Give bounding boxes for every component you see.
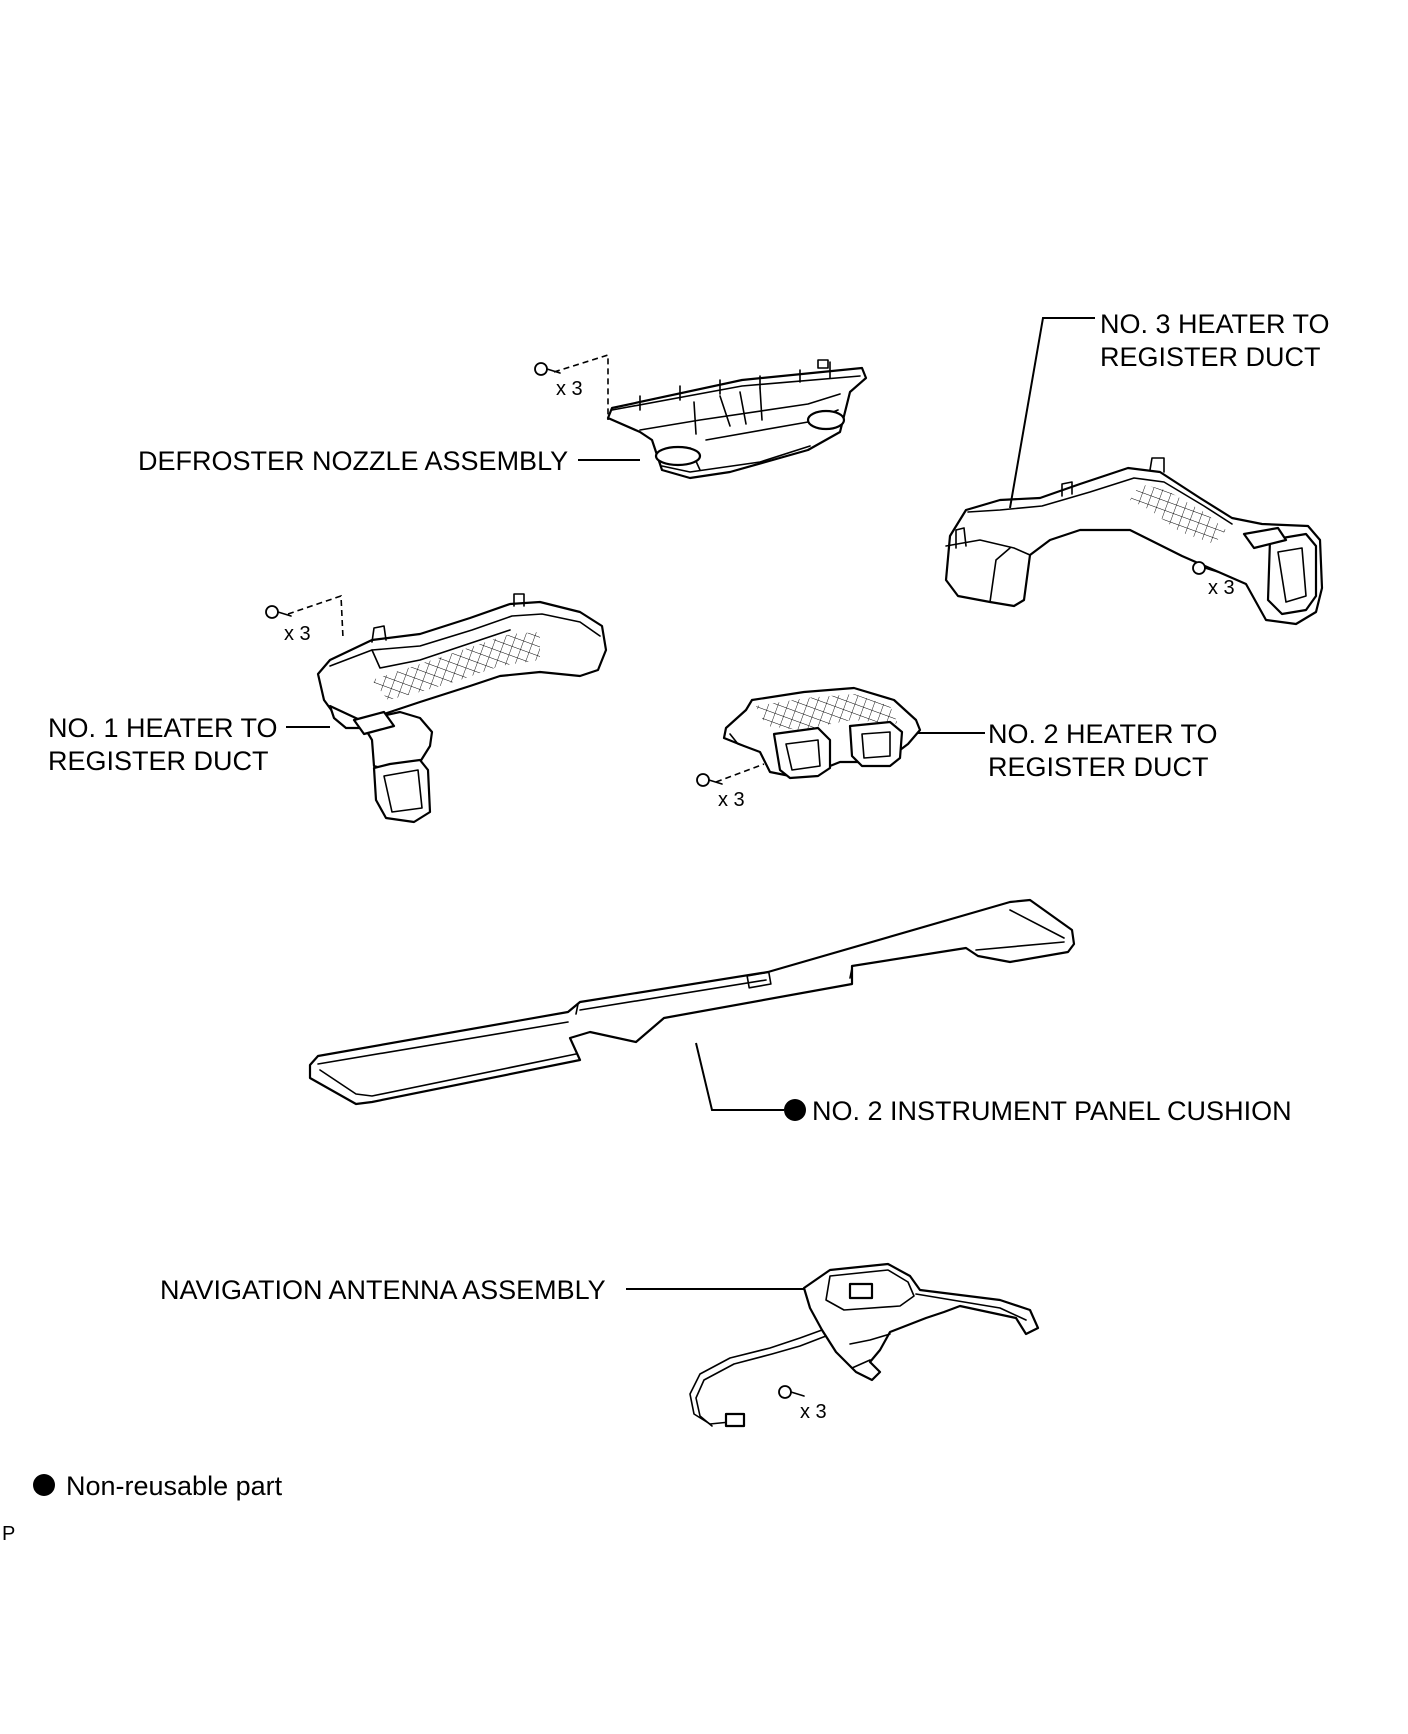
no1-heater-to-register-duct <box>316 593 608 824</box>
no3-label-line2: REGISTER DUCT <box>1100 342 1321 372</box>
no2-fastener-qty: x 3 <box>718 789 745 811</box>
navigation-antenna-assembly <box>689 1262 1040 1428</box>
corner-code: P <box>2 1523 15 1545</box>
no2-heater-to-register-duct <box>722 686 922 780</box>
no2-instrument-panel-cushion <box>308 898 1076 1106</box>
no2-bolt <box>696 763 765 787</box>
no1-bolt <box>265 594 344 639</box>
no3-bolt <box>1192 561 1219 575</box>
legend-marker <box>33 1474 55 1496</box>
defroster-nozzle-assembly <box>606 359 868 480</box>
navigation-label: NAVIGATION ANTENNA ASSEMBLY <box>160 1275 606 1305</box>
defroster-label: DEFROSTER NOZZLE ASSEMBLY <box>138 446 568 476</box>
defroster-fastener-qty: x 3 <box>556 378 583 400</box>
cushion-leader-line <box>695 1042 784 1111</box>
no2-label-line2: REGISTER DUCT <box>988 752 1209 782</box>
defroster-bolt <box>534 353 609 420</box>
no3-heater-to-register-duct <box>944 457 1324 626</box>
no3-leader-line <box>1009 317 1095 509</box>
no3-label-line1: NO. 3 HEATER TO <box>1100 309 1330 339</box>
navigation-fastener-qty: x 3 <box>800 1401 827 1423</box>
no1-label-line2: REGISTER DUCT <box>48 746 269 776</box>
legend-non-reusable: Non-reusable part <box>66 1471 283 1501</box>
cushion-label: NO. 2 INSTRUMENT PANEL CUSHION <box>812 1096 1292 1126</box>
no2-label-line1: NO. 2 HEATER TO <box>988 719 1218 749</box>
navigation-bolt <box>778 1385 805 1399</box>
no1-fastener-qty: x 3 <box>284 623 311 645</box>
no1-label-line1: NO. 1 HEATER TO <box>48 713 278 743</box>
no3-fastener-qty: x 3 <box>1208 577 1235 599</box>
non-reusable-marker <box>784 1099 806 1121</box>
